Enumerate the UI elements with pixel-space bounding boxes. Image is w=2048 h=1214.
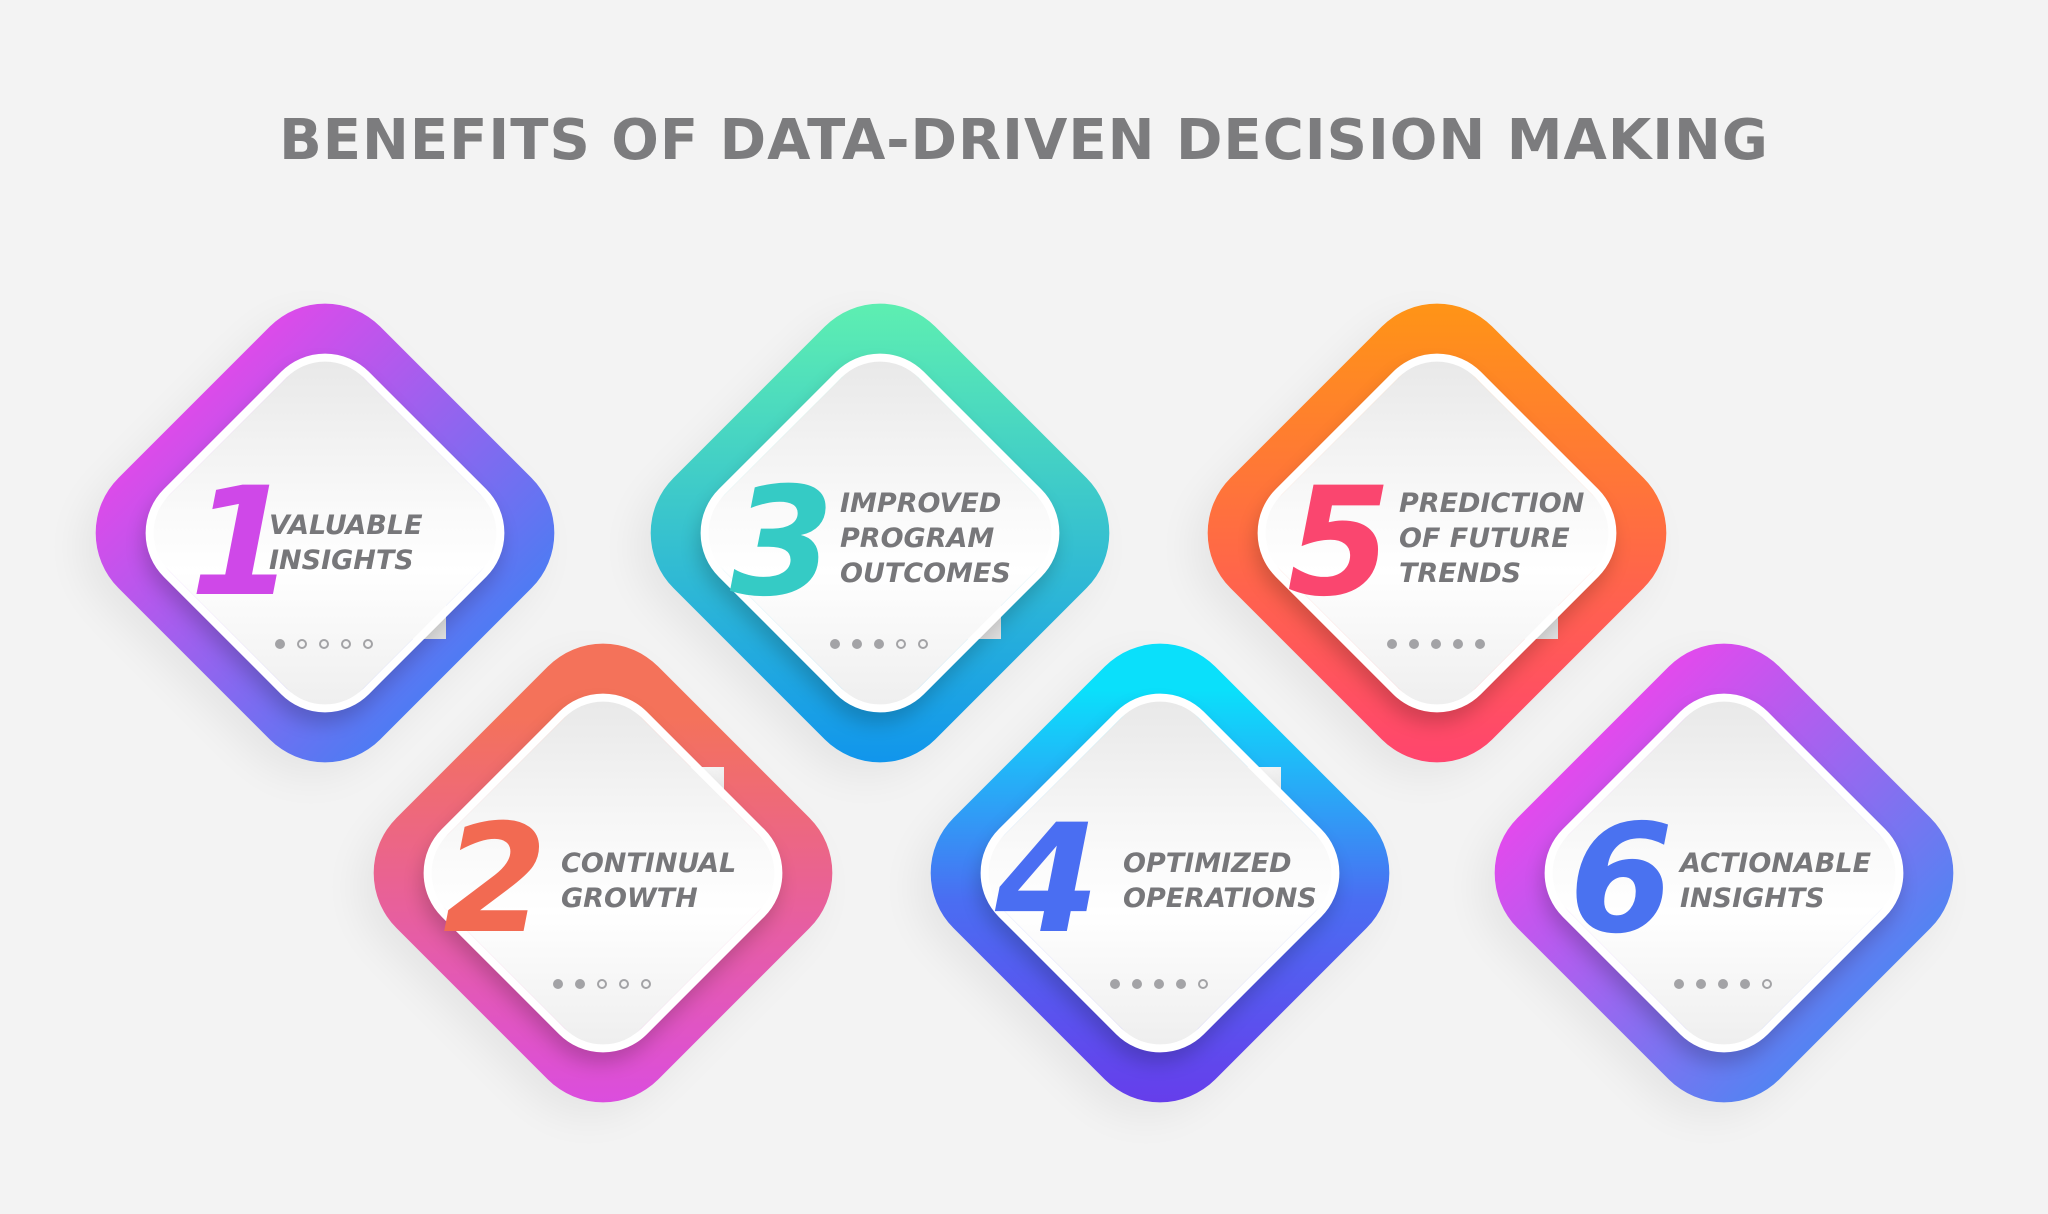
dot-filled: [1718, 979, 1728, 989]
dot-filled: [575, 979, 585, 989]
card-number: 6: [1569, 793, 1674, 967]
card-label: CONTINUAL GROWTH: [561, 848, 737, 914]
card-label: OPTIMIZED OPERATIONS: [1123, 848, 1317, 914]
dot-filled: [1674, 979, 1684, 989]
dot-filled: [553, 979, 563, 989]
card-label: ACTIONABLE INSIGHTS: [1680, 848, 1872, 914]
dot-filled: [1110, 979, 1120, 989]
dot-filled: [852, 639, 862, 649]
progress-dots: [830, 639, 928, 649]
card-label: PREDICTION OF FUTURE TRENDS: [1399, 488, 1585, 589]
dot-empty: [641, 979, 651, 989]
card-label: IMPROVED PROGRAM OUTCOMES: [840, 488, 1011, 589]
dot-empty: [597, 979, 607, 989]
dot-filled: [1154, 979, 1164, 989]
dot-filled: [1387, 639, 1397, 649]
dot-filled: [275, 639, 285, 649]
dot-filled: [1431, 639, 1441, 649]
progress-dots: [1110, 979, 1208, 989]
card-number: 3: [730, 456, 835, 630]
dot-filled: [1176, 979, 1186, 989]
dot-filled: [1696, 979, 1706, 989]
card-label: VALUABLE INSIGHTS: [269, 510, 423, 576]
dot-filled: [1409, 639, 1419, 649]
dot-filled: [874, 639, 884, 649]
dot-filled: [1453, 639, 1463, 649]
dot-empty: [619, 979, 629, 989]
card-number: 5: [1287, 456, 1392, 630]
dot-empty: [297, 639, 307, 649]
card-number: 2: [443, 793, 548, 967]
progress-dots: [275, 639, 373, 649]
page-title: BENEFITS OF DATA-DRIVEN DECISION MAKING: [279, 108, 1769, 173]
dot-empty: [918, 639, 928, 649]
progress-dots: [1674, 979, 1772, 989]
dot-empty: [363, 639, 373, 649]
dot-filled: [1740, 979, 1750, 989]
dot-empty: [1762, 979, 1772, 989]
dot-empty: [319, 639, 329, 649]
progress-dots: [1387, 639, 1485, 649]
dot-empty: [341, 639, 351, 649]
dot-filled: [830, 639, 840, 649]
dot-filled: [1475, 639, 1485, 649]
progress-dots: [553, 979, 651, 989]
dot-filled: [1132, 979, 1142, 989]
card-number: 4: [995, 793, 1100, 967]
card-number: 1: [190, 456, 295, 630]
dot-empty: [896, 639, 906, 649]
dot-empty: [1198, 979, 1208, 989]
